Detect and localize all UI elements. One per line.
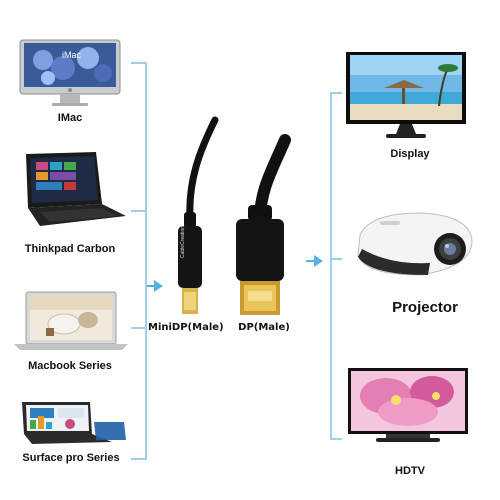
imac-device: iMac xyxy=(18,38,122,108)
macbook-device xyxy=(12,290,130,352)
right-tick-1 xyxy=(330,92,342,94)
thinkpad-laptop-icon xyxy=(26,152,126,226)
projector-icon xyxy=(357,212,473,276)
projector-device xyxy=(350,205,480,285)
cable-brand-text: CableCreation xyxy=(180,226,186,258)
source-label-thinkpad: Thinkpad Carbon xyxy=(24,243,116,255)
source-label-macbook: Macbook Series xyxy=(28,360,112,372)
surface-device xyxy=(14,400,130,446)
dp-plug-icon xyxy=(236,205,284,315)
right-tick-2 xyxy=(330,258,342,260)
left-tick-4 xyxy=(131,458,147,460)
imac-screen-text: iMac xyxy=(62,50,82,60)
dp-connector xyxy=(232,205,288,320)
surface-tablet-icon xyxy=(22,402,126,444)
left-arrow-shaft xyxy=(147,285,155,287)
imac-icon xyxy=(19,39,121,106)
minidp-connector: CableCreation xyxy=(170,212,212,320)
right-arrow-icon xyxy=(314,255,323,267)
right-arrow-shaft xyxy=(306,260,316,262)
thinkpad-device xyxy=(18,150,128,228)
right-tick-3 xyxy=(330,438,342,440)
dp-label: DP(Male) xyxy=(238,322,290,333)
right-bracket-line xyxy=(330,92,332,440)
macbook-laptop-icon xyxy=(14,291,128,350)
destination-label-display: Display xyxy=(390,148,430,160)
destination-label-projector: Projector xyxy=(392,299,458,316)
left-bracket-line xyxy=(145,62,147,460)
hdtv-device xyxy=(346,366,470,446)
minidp-label: MiniDP(Male) xyxy=(148,322,224,333)
left-tick-1 xyxy=(131,62,147,64)
left-arrow-icon xyxy=(154,280,163,292)
minidp-plug-icon xyxy=(178,212,202,314)
source-label-imac: IMac xyxy=(57,112,83,124)
display-monitor-icon xyxy=(346,52,466,138)
display-device xyxy=(344,50,468,140)
source-label-surface: Surface pro Series xyxy=(22,452,120,464)
left-tick-2 xyxy=(131,210,147,212)
left-tick-3 xyxy=(131,327,147,329)
destination-label-hdtv: HDTV xyxy=(395,465,425,477)
hdtv-icon xyxy=(348,368,468,442)
